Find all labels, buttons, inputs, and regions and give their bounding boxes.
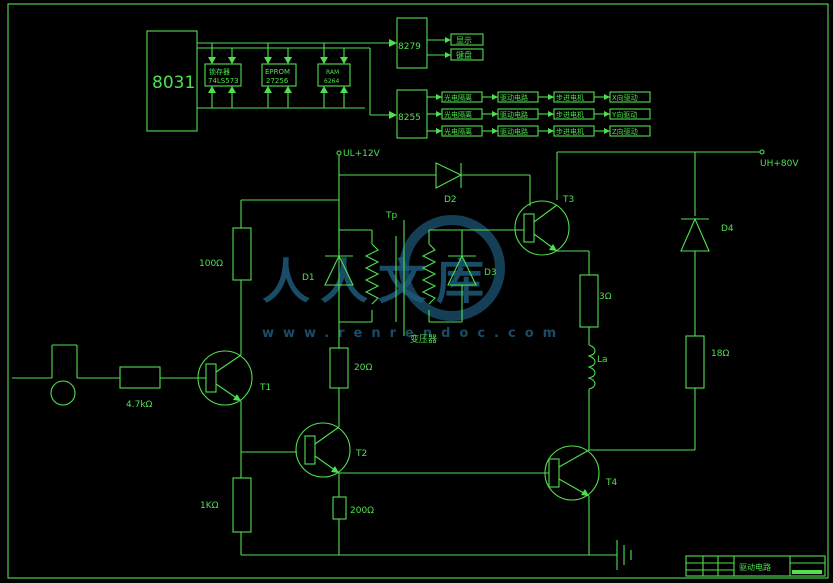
- mcu-block: [146, 30, 198, 132]
- title-block-title: 驱动电路: [739, 562, 771, 572]
- r20-label: 20Ω: [354, 363, 372, 373]
- block-diagram: 8031 锁存器 74LS573 EPROM 27256 RAM 6264: [146, 17, 651, 139]
- diode-d2: [435, 162, 463, 189]
- drive-row-3-stage-1: 光电隔离: [444, 127, 472, 136]
- diode-d4: [680, 217, 710, 252]
- diode-d1: [324, 254, 354, 286]
- drive-row-3-stage-4: Z向驱动: [612, 127, 638, 136]
- eprom-block: [261, 63, 297, 87]
- transistor-t1: [197, 350, 253, 406]
- r4k7-label: 4.7kΩ: [126, 400, 153, 410]
- transistor-t2: [295, 422, 351, 478]
- d3-label: D3: [484, 268, 497, 278]
- title-block: 驱动电路: [685, 555, 826, 577]
- uh-terminal: [759, 149, 765, 155]
- drive-row-1-stage-1: 光电隔离: [444, 93, 472, 102]
- la-label: La: [597, 355, 608, 365]
- ul-supply-label: UL+12V: [343, 149, 381, 159]
- r1k-label: 1KΩ: [200, 501, 219, 511]
- latch-part: 74LS573: [208, 77, 239, 85]
- display-block: [450, 33, 484, 46]
- eprom-label: EPROM: [265, 68, 290, 76]
- ram-label: RAM: [326, 69, 339, 76]
- ram-part: 6264: [324, 78, 339, 85]
- r3-label: 3Ω: [599, 292, 612, 302]
- driver-schematic: UL+12V D2 UH+80V 100Ω D1 Tp: [12, 149, 799, 570]
- resistor-200: [332, 496, 347, 520]
- keyboard-block: [450, 48, 484, 61]
- uh-supply-label: UH+80V: [760, 159, 799, 169]
- drawing-frame: [7, 3, 829, 579]
- tp-label: Tp: [385, 211, 397, 221]
- transistor-t3: [514, 200, 570, 256]
- drive-row-2: 光电隔离 驱动电路 步进电机 Y向驱动: [427, 108, 651, 120]
- kbd-controller-label: 8279: [398, 42, 421, 52]
- resistor-20: [329, 347, 349, 389]
- d4-label: D4: [721, 224, 734, 234]
- drive-row-3-stage-2: 驱动电路: [500, 127, 528, 136]
- resistor-18: [685, 335, 705, 389]
- transformer-primary: [364, 243, 380, 305]
- drive-row-2-stage-3: 步进电机: [556, 110, 584, 119]
- ram-block: [317, 63, 351, 87]
- drive-row-2-stage-2: 驱动电路: [500, 110, 528, 119]
- r200-label: 200Ω: [350, 506, 374, 516]
- drive-row-3: 光电隔离 驱动电路 步进电机 Z向驱动: [427, 125, 651, 137]
- resistor-3: [579, 274, 599, 328]
- pio-label: 8255: [398, 113, 421, 123]
- watermark: 人人文库 www.renrendoc.com: [262, 215, 565, 341]
- t3-label: T3: [562, 195, 574, 205]
- eprom-part: 27256: [266, 77, 289, 85]
- kbd-controller-block: [396, 17, 428, 69]
- keyboard-label: 键盘: [456, 50, 472, 60]
- ground-symbol: [616, 540, 632, 570]
- display-label: 显示: [456, 36, 472, 45]
- resistor-1k: [232, 477, 252, 533]
- d2-label: D2: [444, 195, 457, 205]
- watermark-url: www.renrendoc.com: [262, 326, 565, 341]
- latch-label: 锁存器: [209, 67, 230, 76]
- t4-label: T4: [605, 478, 617, 488]
- mcu-label: 8031: [152, 73, 195, 93]
- r18-label: 18Ω: [711, 349, 729, 359]
- ul-terminal: [336, 150, 342, 156]
- t2-label: T2: [355, 449, 367, 459]
- drive-row-1: 光电隔离 驱动电路 步进电机 X向驱动: [427, 91, 651, 103]
- inductor-la: [587, 344, 596, 390]
- transformer-secondary: [421, 243, 437, 305]
- resistor-100: [232, 227, 252, 281]
- drive-row-2-stage-1: 光电隔离: [444, 110, 472, 119]
- drive-row-3-stage-3: 步进电机: [556, 127, 584, 136]
- r100-label: 100Ω: [199, 259, 223, 269]
- t1-label: T1: [259, 383, 271, 393]
- d1-label: D1: [302, 273, 315, 283]
- resistor-4k7: [119, 366, 161, 389]
- transformer-label: 变压器: [410, 333, 437, 345]
- transistor-t4: [544, 445, 600, 501]
- latch-block: [204, 63, 242, 87]
- drive-row-1-stage-2: 驱动电路: [500, 93, 528, 102]
- signal-source: [50, 380, 76, 406]
- drive-row-1-stage-3: 步进电机: [556, 93, 584, 102]
- watermark-brand: 人人文库: [262, 254, 494, 310]
- drive-row-1-stage-4: X向驱动: [612, 93, 638, 102]
- drive-row-2-stage-4: Y向驱动: [611, 110, 637, 119]
